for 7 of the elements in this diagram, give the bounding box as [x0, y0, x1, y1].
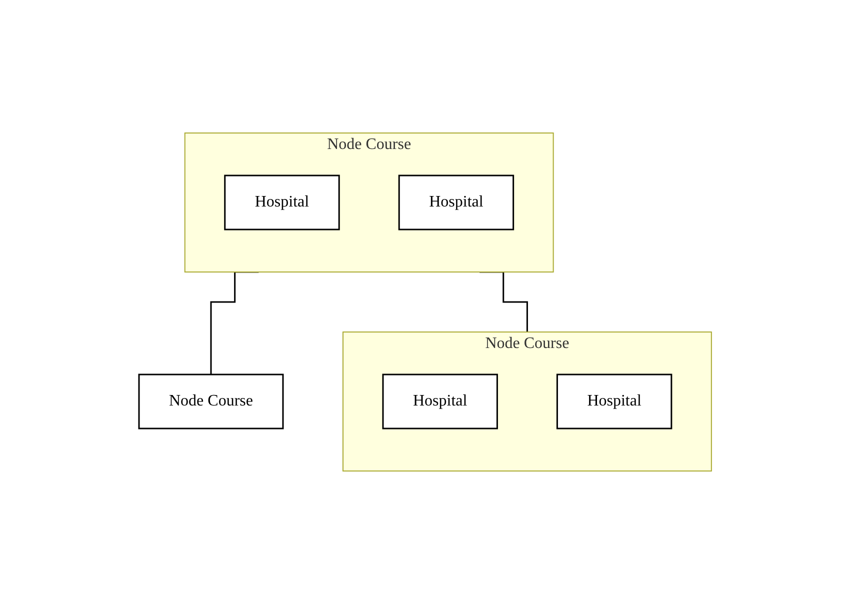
node-box: Hospital: [382, 373, 498, 429]
node-box: Hospital: [224, 174, 340, 230]
node-box: Node Course: [138, 373, 284, 429]
connector: [480, 270, 528, 332]
node-box: Hospital: [398, 174, 514, 230]
node-box: Hospital: [556, 373, 672, 429]
connector: [210, 270, 259, 375]
